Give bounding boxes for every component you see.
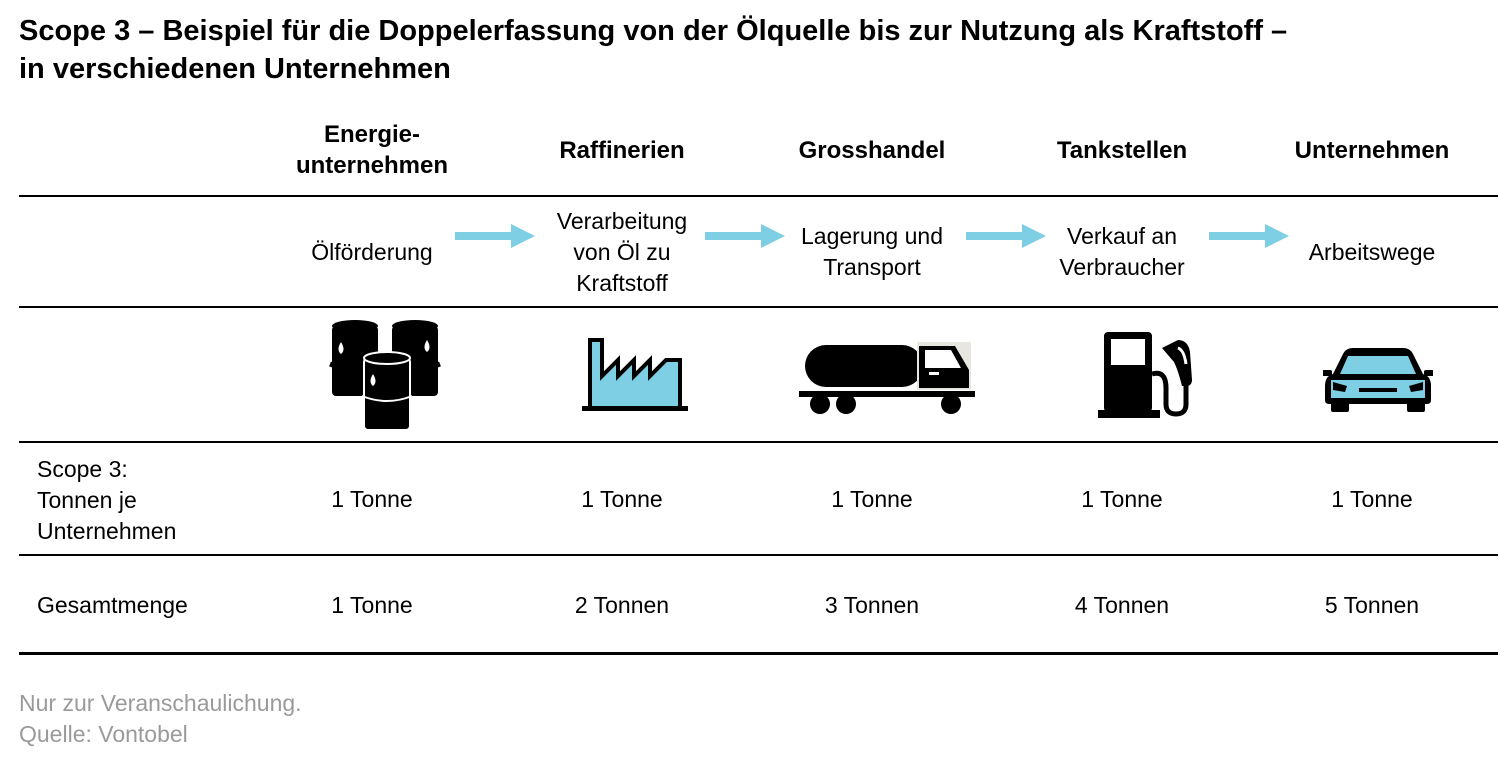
total-value: 2 Tonnen xyxy=(574,591,670,618)
scope3-value: 1 Tonne xyxy=(831,485,913,512)
row-label-line: Scope 3: xyxy=(37,455,128,482)
scope3-value: 1 Tonne xyxy=(331,485,413,512)
tanker-truck-icon xyxy=(799,342,975,414)
stage-line: Verarbeitung xyxy=(556,207,688,234)
column-header-line: Unternehmen xyxy=(1294,136,1450,164)
column-header-line: Grosshandel xyxy=(798,136,946,164)
footer-note: Nur zur Veranschaulichung. xyxy=(19,690,302,716)
flow-arrow-icon xyxy=(705,224,785,248)
divider xyxy=(19,306,1498,308)
title-line-2: in verschiedenen Unternehmen xyxy=(19,53,451,85)
stage-line: Ölförderung xyxy=(311,238,433,265)
row-label-total: Gesamtmenge xyxy=(37,591,188,618)
column-header-line: Tankstellen xyxy=(1056,136,1188,164)
flow-arrow-icon xyxy=(1209,224,1289,248)
stage-line: Lagerung und xyxy=(801,223,943,249)
stage-commute: Arbeitswege xyxy=(1247,198,1497,306)
column-header-energy: Energie- unternehmen xyxy=(247,114,497,186)
column-header-line: unternehmen xyxy=(295,152,448,179)
divider xyxy=(19,554,1498,556)
scope3-value: 1 Tonne xyxy=(1081,485,1163,512)
stage-line: Arbeitswege xyxy=(1308,238,1436,265)
factory-icon xyxy=(582,338,688,411)
oil-barrels-icon xyxy=(329,320,441,431)
stage-refining: Verarbeitung von Öl zu Kraftstoff xyxy=(497,198,747,306)
total-value: 4 Tonnen xyxy=(1074,591,1170,618)
divider xyxy=(19,195,1498,197)
stage-line: Verbraucher xyxy=(1059,254,1185,280)
divider xyxy=(19,441,1498,443)
column-header-gas-stations: Tankstellen xyxy=(997,114,1247,186)
row-label-line: Unternehmen xyxy=(37,517,177,544)
car-icon xyxy=(1323,348,1433,412)
fuel-pump-icon xyxy=(1098,332,1192,418)
column-header-companies: Unternehmen xyxy=(1247,114,1497,186)
flow-arrow-icon xyxy=(966,224,1046,248)
column-header-line: Energie- xyxy=(323,121,420,148)
total-value: 5 Tonnen xyxy=(1324,591,1420,618)
flow-arrow-icon xyxy=(455,224,535,248)
title-line-1: Scope 3 – Beispiel für die Doppelerfassu… xyxy=(19,15,1288,47)
row-label-scope3: Scope 3: Tonnen je Unternehmen xyxy=(37,452,176,548)
stage-oil-extraction: Ölförderung xyxy=(247,198,497,306)
scope3-value: 1 Tonne xyxy=(1331,485,1413,512)
row-label-line: Tonnen je xyxy=(37,486,137,513)
stage-line: von Öl zu xyxy=(573,238,671,265)
stage-line: Kraftstoff xyxy=(576,269,668,296)
stage-line: Verkauf an xyxy=(1067,223,1177,249)
column-header-wholesale: Grosshandel xyxy=(747,114,997,186)
bottom-rule xyxy=(19,652,1498,655)
scope3-value: 1 Tonne xyxy=(581,485,663,512)
total-value: 1 Tonne xyxy=(331,591,413,618)
diagram-title: Scope 3 – Beispiel für die Doppelerfassu… xyxy=(19,12,1479,88)
column-header-refineries: Raffinerien xyxy=(497,114,747,186)
column-header-line: Raffinerien xyxy=(559,136,685,164)
stage-storage-transport: Lagerung und Transport xyxy=(747,198,997,306)
stage-sale-to-consumers: Verkauf an Verbraucher xyxy=(997,198,1247,306)
footer-source: Quelle: Vontobel xyxy=(19,721,188,747)
stage-line: Transport xyxy=(823,254,921,280)
total-value: 3 Tonnen xyxy=(824,591,920,618)
